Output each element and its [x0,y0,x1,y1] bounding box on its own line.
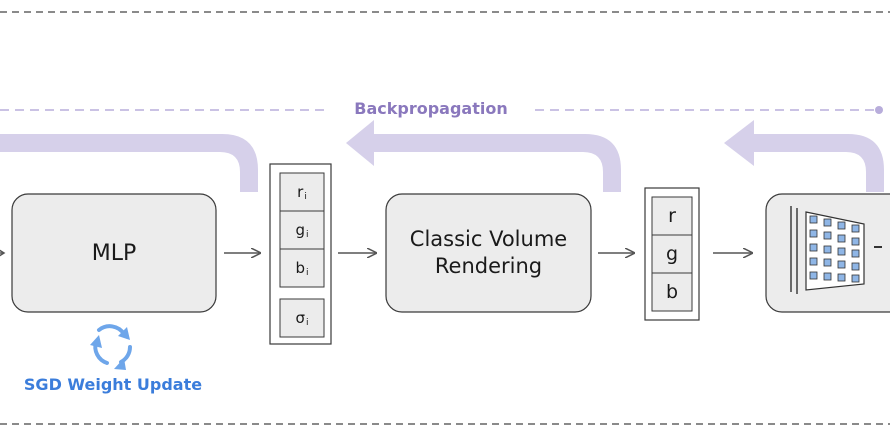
backpropagation-label: Backpropagation [354,99,508,118]
backprop-arrow-middle [346,120,621,192]
rgb-r-label: r [668,205,676,227]
volume-rendering-line-2: Rendering [434,254,543,278]
output-cell-b [279,248,325,288]
backprop-end-dot [875,106,883,114]
rgb-g-label: g [665,243,679,265]
refresh-cycle-arrowheads [90,327,130,370]
rgb-cell-r [651,196,693,236]
volume-rendering-line-1: Classic Volume [409,227,568,251]
output-cell-sigma [279,298,325,338]
volume-rendering-box [385,193,592,313]
pixel-grid-image-icon [790,206,882,294]
volume-rendering-label: Classic Volume Rendering [386,194,591,312]
backprop-arrow-left [0,134,258,192]
mlp-box [11,193,217,313]
backprop-arrow-right [724,120,884,192]
rgb-b-label: b [665,281,679,303]
rgb-cell-b [651,272,693,312]
mlp-label: MLP [91,240,137,266]
sgd-weight-update-label: SGD Weight Update [23,375,203,394]
